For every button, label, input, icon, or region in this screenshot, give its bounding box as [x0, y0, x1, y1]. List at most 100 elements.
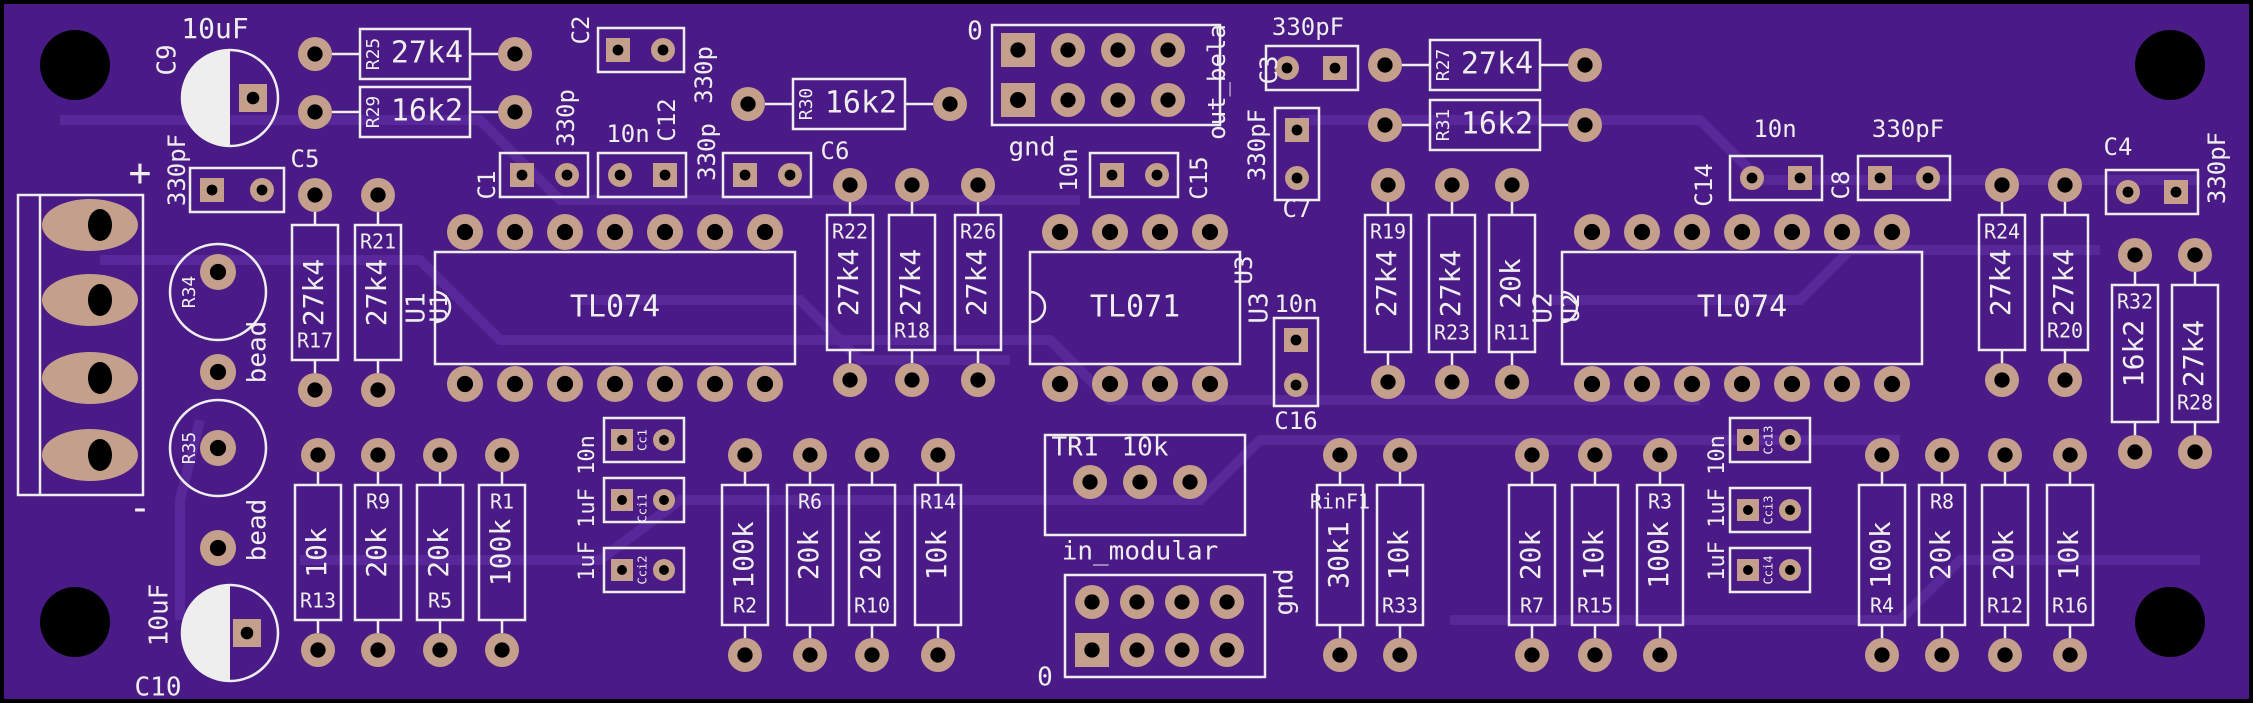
pad-drill	[1010, 92, 1026, 108]
pad-drill	[1633, 375, 1651, 393]
pad-drill	[1785, 505, 1795, 515]
silk-label-r1: R1	[490, 490, 514, 514]
silk-outline	[498, 151, 590, 199]
pad-drill	[1997, 447, 2013, 463]
pad-drill	[1060, 42, 1076, 58]
bead-outline	[168, 242, 268, 342]
silk-label-cc_e: Cci3	[1762, 496, 1776, 525]
pad-drill	[1783, 223, 1801, 241]
pad-drill	[209, 539, 227, 557]
pad-drill	[432, 642, 448, 658]
pad-drill	[494, 642, 510, 658]
silk-outline	[1487, 213, 1537, 354]
silk-outline	[1728, 154, 1824, 202]
silk-outline	[2110, 283, 2160, 424]
silk-label-r30: R30	[796, 88, 817, 121]
pad-drill	[1051, 223, 1069, 241]
silk-outline	[1980, 483, 2030, 627]
silk-label-r13v: 10k	[300, 527, 333, 578]
pad-drill	[659, 435, 669, 445]
silk-outline	[353, 483, 403, 622]
silk-outline	[1977, 213, 2027, 352]
mounting-hole	[2135, 587, 2205, 657]
silk-label-r9: R9	[366, 490, 390, 514]
pad-drill	[2187, 247, 2203, 263]
pad-drill	[88, 362, 112, 394]
pad-drill	[1290, 379, 1302, 391]
silk-label-c14v: 10n	[1753, 115, 1796, 143]
silk-label-cc_2: 1uF 1uF 10n	[1705, 435, 1730, 581]
pad-drill	[456, 223, 474, 241]
pad-drill	[1874, 447, 1890, 463]
silk-outline	[887, 213, 937, 352]
silk-label-c5: C5	[291, 145, 320, 173]
silk-outline	[990, 23, 1222, 127]
pad-drill	[864, 447, 880, 463]
pad-drill	[1587, 447, 1603, 463]
silk-label-r11: R11	[1494, 321, 1530, 345]
silk-label-c2: C2	[567, 16, 595, 45]
silk-label-tl074a: TL074	[570, 290, 660, 325]
silk-label-r30v: 16k2	[825, 86, 897, 121]
pad-drill	[370, 187, 386, 203]
pad-drill	[1084, 642, 1100, 658]
pad-drill	[506, 375, 524, 393]
silk-outline	[415, 483, 465, 622]
silk-outline	[1273, 106, 1321, 202]
pad-drill	[209, 363, 227, 381]
pad-drill	[1883, 223, 1901, 241]
pad-drill	[656, 223, 674, 241]
silk-label-r28v: 27k4	[2177, 320, 2210, 387]
silk-label-c5v: 330pF	[163, 134, 191, 206]
silk-label-out_bela: out_bela	[1203, 24, 1231, 140]
pad-drill	[1743, 565, 1753, 575]
pad-drill	[904, 372, 920, 388]
pad-drill	[310, 447, 326, 463]
silk-outline	[602, 546, 686, 594]
silk-outline	[477, 483, 527, 622]
silk-label-r19v: 27k4	[1370, 250, 1403, 317]
pad-drill	[307, 46, 323, 62]
silk-label-bead2: bead	[243, 499, 273, 562]
pad-drill	[1129, 642, 1145, 658]
pad-drill	[88, 284, 112, 316]
pad-drill	[2187, 444, 2203, 460]
pad-drill	[1577, 57, 1593, 73]
pad-drill	[1132, 474, 1148, 490]
pad-drill	[1010, 42, 1026, 58]
pad-drill	[246, 91, 260, 105]
silk-label-r34: R34	[179, 276, 200, 309]
silk-label-bead1: bead	[243, 321, 273, 384]
silk-label-c16v: 10n	[1274, 290, 1317, 318]
pad-drill	[1151, 169, 1163, 181]
silk-outline	[602, 416, 686, 464]
silk-label-tr1v: 10k	[1122, 433, 1169, 463]
silk-outline	[1635, 483, 1685, 627]
pad-drill	[1683, 375, 1701, 393]
pad-drill	[209, 263, 227, 281]
silk-outline	[1315, 483, 1365, 627]
cap-polarity	[182, 50, 230, 146]
pad-drill	[1883, 375, 1901, 393]
silk-label-r10: R10	[854, 594, 890, 618]
silk-label-c9v: 10uF	[181, 12, 248, 45]
silk-label-r26: R26	[960, 220, 996, 244]
silk-outline	[1507, 483, 1557, 627]
silk-label-c15: C15	[1185, 156, 1213, 199]
pad-drill	[802, 647, 818, 663]
pad-drill	[1129, 594, 1145, 610]
silk-label-r18: R18	[894, 319, 930, 343]
pad-drill	[706, 375, 724, 393]
silk-outline	[358, 85, 472, 139]
pad-drill	[1583, 223, 1601, 241]
pad-drill	[507, 104, 523, 120]
silk-label-r33v: 10k	[1382, 530, 1415, 581]
silk-outline	[16, 193, 145, 497]
pad-drill	[1652, 447, 1668, 463]
pad-drill	[1110, 92, 1126, 108]
silk-label-c2v: 330p	[690, 46, 718, 104]
silk-label-r28: R28	[2177, 391, 2213, 415]
silk-label-c1v: 330p	[552, 89, 580, 147]
silk-label-r33: R33	[1382, 594, 1418, 618]
pad-drill	[506, 223, 524, 241]
